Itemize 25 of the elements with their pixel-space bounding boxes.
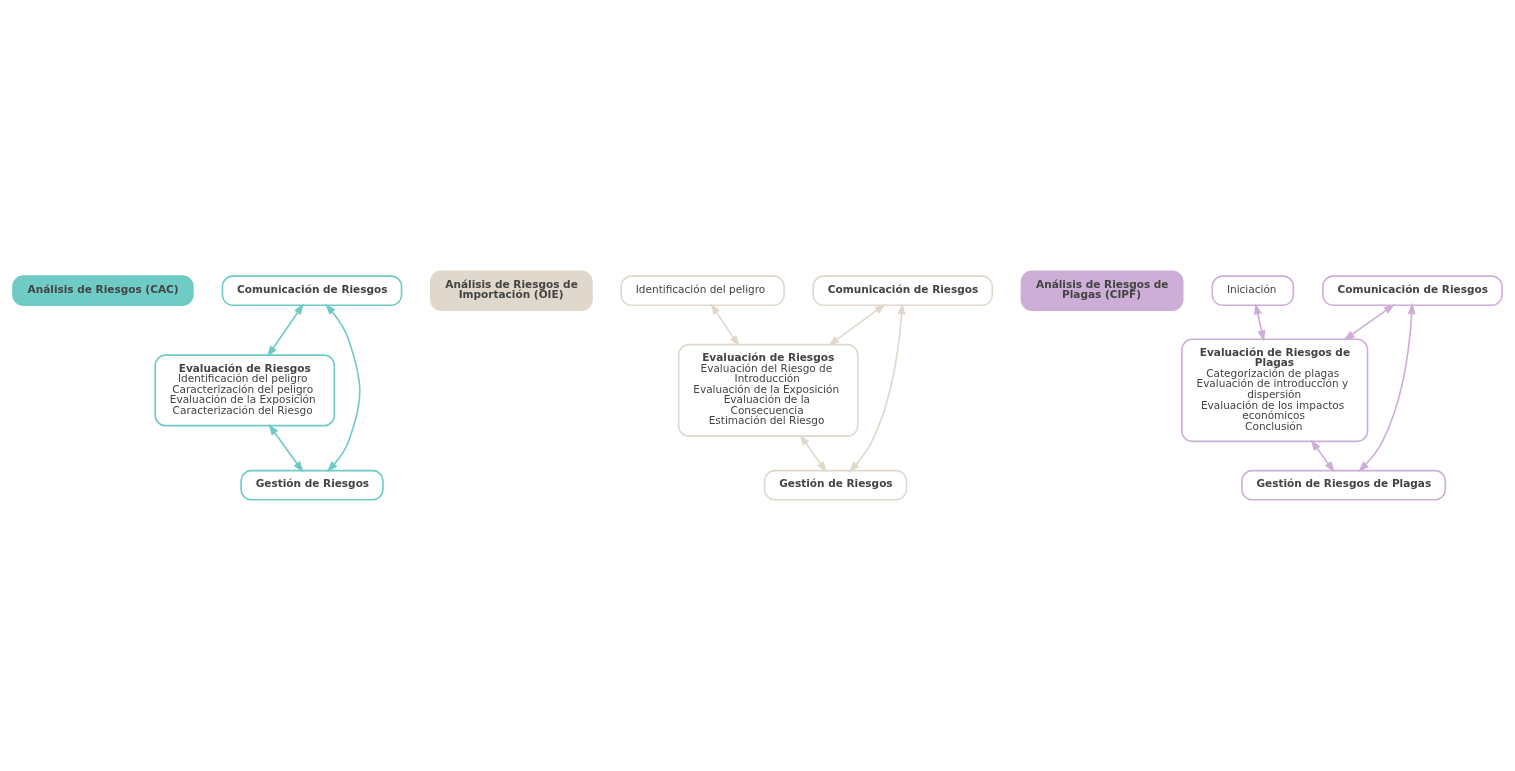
node-box: Comunicación de Riesgos xyxy=(1322,275,1503,307)
node-box: Iniciación xyxy=(1211,275,1295,307)
arrow xyxy=(710,303,740,347)
arrow xyxy=(325,303,361,472)
node-box: Análisis de Riesgos de Plagas (CIPF) xyxy=(1020,270,1184,311)
node-box: Identificación del peligro xyxy=(620,275,785,307)
node-box: Gestión de Riesgos xyxy=(240,469,384,501)
node-box: Análisis de Riesgos (CAC) xyxy=(12,275,194,307)
arrow xyxy=(267,303,304,358)
arrow xyxy=(828,303,886,346)
node-box: Evaluación de Riesgos de Plagas Categorización de plagas Evaluación de introducción y dispersión Evaluación de los impactos económicos Conclusión xyxy=(1181,338,1369,443)
arrow xyxy=(1253,302,1266,342)
arrow xyxy=(268,423,304,473)
node-box: Comunicación de Riesgos xyxy=(812,275,994,307)
node-box: Evaluación de Riesgos Identificación del peligro Caracterización del peligro Evaluación de la Exposición Caracterización del Riesgo xyxy=(154,354,336,427)
arrow xyxy=(1358,302,1416,473)
arrow xyxy=(1343,303,1395,341)
node-box: Gestión de Riesgos de Plagas xyxy=(1241,469,1447,501)
arrow xyxy=(1310,439,1335,473)
node-box: Gestión de Riesgos xyxy=(763,469,908,501)
node-box: Análisis de Riesgos de Importación (OIE) xyxy=(429,270,593,311)
arrow xyxy=(848,303,906,473)
arrow xyxy=(799,434,827,473)
node-box: Comunicación de Riesgos xyxy=(221,275,403,307)
node-box: Evaluación de Riesgos Evaluación del Riesgo de Introducción Evaluación de la Exposición Evaluación de la Consecuencia Estimación del Riesgo xyxy=(677,343,859,437)
